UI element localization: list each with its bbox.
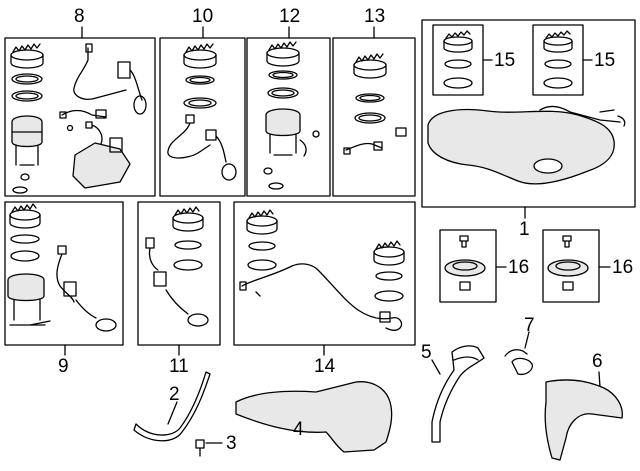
callout-9: 9 [58, 356, 69, 377]
box-8 [4, 37, 156, 197]
callout-5: 5 [421, 342, 432, 363]
shield-4 [235, 381, 393, 453]
callout-13: 13 [364, 6, 386, 27]
box-9-parts [7, 203, 117, 332]
cover-6 [544, 379, 623, 461]
box-10-parts [167, 43, 237, 181]
box-16a [439, 229, 497, 303]
callout-6: 6 [592, 351, 603, 372]
callout-10: 10 [192, 6, 214, 27]
bolt-3 [195, 439, 205, 457]
callout-14: 14 [314, 356, 336, 377]
box-8-parts [10, 43, 147, 194]
box-14 [233, 201, 416, 346]
cap-7 [504, 349, 533, 376]
callout-16b: 16 [612, 257, 634, 278]
strap-2 [133, 371, 211, 442]
callout-8: 8 [74, 6, 85, 27]
box-13 [332, 37, 416, 197]
box-11-parts [145, 206, 209, 327]
callout-15b: 15 [594, 50, 616, 71]
box-1 [421, 19, 636, 208]
callout-7: 7 [524, 315, 535, 336]
callout-11: 11 [169, 356, 189, 377]
leader-lines [64, 26, 611, 444]
box-9 [4, 201, 124, 346]
callout-12: 12 [279, 6, 301, 27]
box-12-parts [263, 41, 320, 190]
box-14-parts [239, 209, 405, 331]
box-1-parts [427, 30, 626, 185]
box-10 [159, 37, 246, 197]
box-16b [542, 229, 600, 303]
box-13-parts [343, 53, 407, 155]
callout-16a: 16 [508, 257, 530, 278]
callout-1: 1 [519, 219, 530, 240]
callout-2: 2 [169, 384, 180, 405]
callout-3: 3 [226, 433, 237, 454]
box-16-parts [444, 235, 589, 291]
box-11 [137, 201, 221, 346]
callout-15a: 15 [494, 50, 516, 71]
callout-4: 4 [293, 419, 304, 440]
filler-pipe-5 [431, 345, 485, 443]
